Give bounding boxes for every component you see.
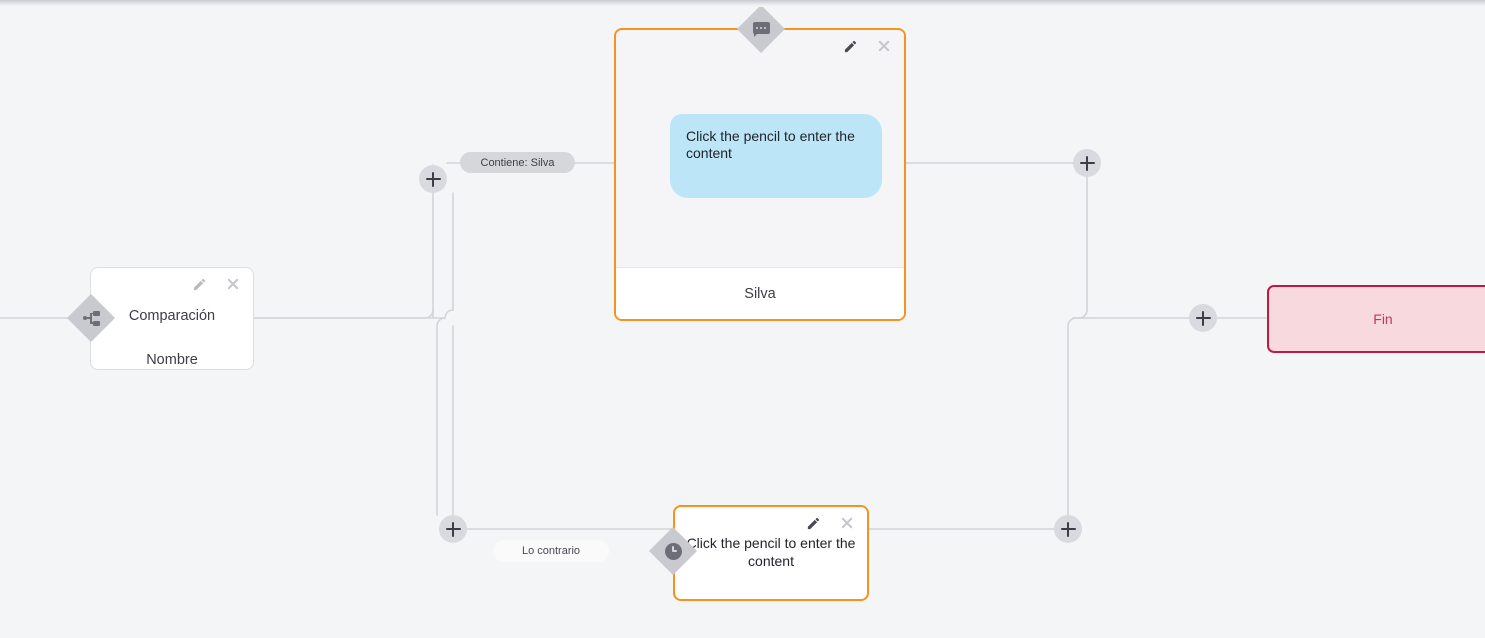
node-delay-text: Click the pencil to enter the content bbox=[686, 535, 856, 570]
edge-false-down bbox=[436, 317, 446, 516]
node-message-body: Click the pencil to enter the content bbox=[616, 30, 904, 268]
node-end[interactable]: Fin bbox=[1267, 285, 1485, 353]
edge-true-corner bbox=[253, 309, 434, 319]
close-icon[interactable] bbox=[838, 514, 856, 532]
node-message-footer-label: Silva bbox=[744, 285, 776, 302]
speech-bubble-icon-badge bbox=[736, 4, 786, 54]
node-message-footer: Silva bbox=[616, 267, 904, 319]
branch-icon-badge bbox=[66, 293, 116, 343]
clock-icon-badge bbox=[648, 526, 698, 576]
node-comparacion-title: Comparación bbox=[128, 308, 216, 324]
top-shadow-strip bbox=[0, 0, 1485, 7]
edge-label-contrario[interactable]: Lo contrario bbox=[493, 540, 609, 562]
add-node-before-end[interactable] bbox=[1189, 304, 1217, 332]
clock-icon bbox=[664, 542, 682, 560]
node-comparacion-subtitle: Nombre bbox=[146, 352, 198, 368]
pencil-icon[interactable] bbox=[190, 275, 208, 293]
close-icon[interactable] bbox=[224, 275, 242, 293]
pencil-icon[interactable] bbox=[841, 37, 859, 55]
add-node-branch-false[interactable] bbox=[439, 515, 467, 543]
node-delay[interactable]: Click the pencil to enter the content bbox=[673, 505, 869, 601]
message-bubble: Click the pencil to enter the content bbox=[670, 114, 882, 198]
close-icon[interactable] bbox=[875, 37, 893, 55]
edge-label-contiene[interactable]: Contiene: Silva bbox=[460, 152, 575, 173]
branch-icon bbox=[82, 310, 100, 326]
node-comparacion-tools bbox=[190, 275, 242, 293]
add-node-after-delay[interactable] bbox=[1054, 515, 1082, 543]
edge-true-up bbox=[253, 192, 454, 319]
edge-message-merge bbox=[1072, 176, 1088, 319]
node-message-tools bbox=[841, 37, 893, 55]
pencil-icon[interactable] bbox=[804, 514, 822, 532]
node-comparacion[interactable]: Comparación Nombre bbox=[90, 267, 254, 370]
speech-bubble-icon bbox=[752, 21, 770, 37]
node-end-label: Fin bbox=[1373, 311, 1393, 327]
add-node-after-message[interactable] bbox=[1073, 149, 1101, 177]
edge-delay-merge bbox=[1067, 317, 1090, 516]
add-node-branch-true[interactable] bbox=[419, 165, 447, 193]
node-delay-tools bbox=[804, 514, 856, 532]
node-message[interactable]: Click the pencil to enter the content Si… bbox=[614, 28, 906, 321]
